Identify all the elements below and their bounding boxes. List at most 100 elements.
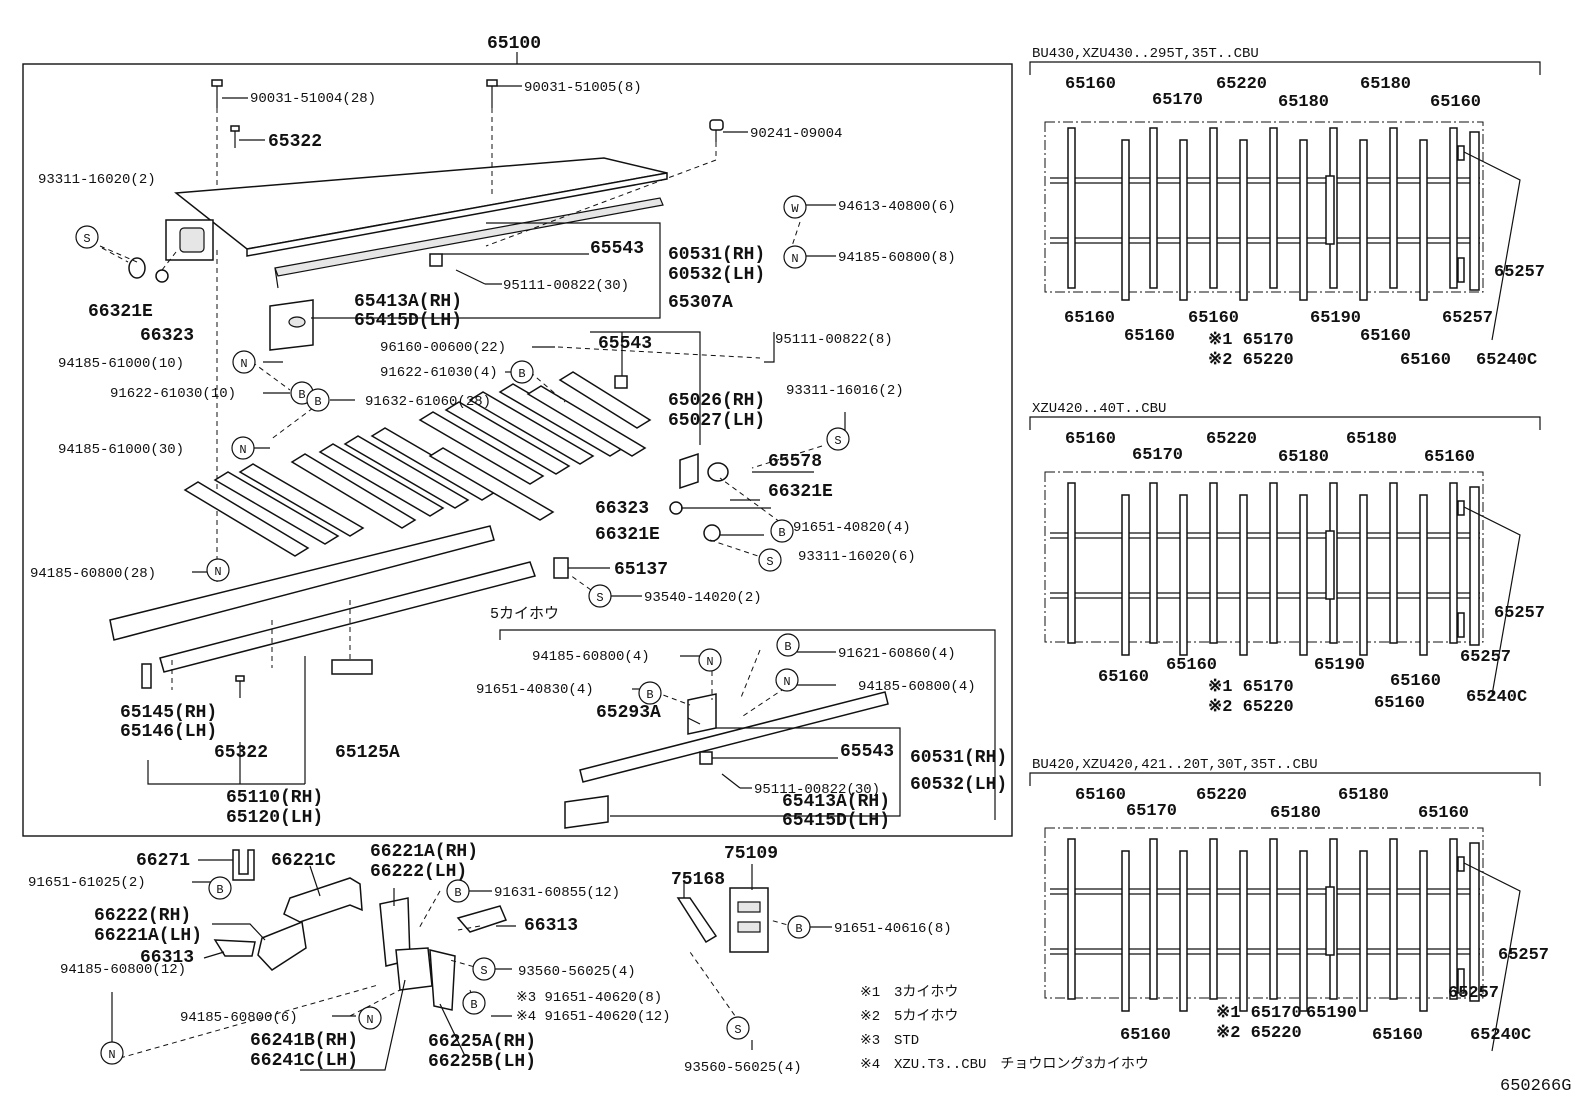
bow-bar (1149, 838, 1158, 1000)
part-callout: 66221C (271, 851, 336, 871)
side-panel-label: 65170 (1126, 802, 1177, 821)
side-panel-label: ※2 65220 (1208, 698, 1294, 717)
bow-bar (1419, 494, 1428, 656)
part-callout: 65145(RH) (120, 703, 217, 723)
part-callout: 66225A(RH) (428, 1032, 536, 1052)
part-callout: 65293A (596, 703, 661, 723)
symbol-n-icon: N (775, 668, 799, 692)
part-callout: 66271 (136, 851, 190, 871)
dashed-links (101, 221, 823, 719)
svg-text:B: B (314, 395, 321, 409)
bow-bar (1269, 482, 1278, 644)
part-callout: 65125A (335, 743, 400, 763)
part-callout: 66221A(RH) (370, 842, 478, 862)
side-panel-label: ※1 65170 (1216, 1004, 1302, 1023)
part-callout: 60532(LH) (668, 265, 765, 285)
footnote-mark: ※2 (860, 1009, 880, 1025)
footnote-mark: ※1 (860, 985, 880, 1001)
cross-members (183, 371, 652, 557)
bow-bar (1209, 838, 1218, 1000)
part-callout: 94185-61000(10) (58, 356, 184, 372)
bow-bar (1239, 494, 1248, 656)
svg-text:S: S (480, 964, 487, 978)
svg-text:S: S (596, 591, 603, 605)
svg-text:B: B (646, 688, 653, 702)
side-panel-label: 65160 (1065, 430, 1116, 449)
svg-text:N: N (108, 1048, 115, 1062)
part-callout: 94185-60800(4) (532, 649, 650, 665)
part-callout: 65110(RH) (226, 788, 323, 808)
side-panel-label: 65170 (1152, 91, 1203, 110)
bow-bar (1209, 127, 1218, 289)
part-callout: 66241C(LH) (250, 1051, 358, 1071)
svg-text:S: S (83, 232, 90, 246)
part-callout: 91651-40616(8) (834, 921, 952, 937)
part-callout: 75109 (724, 844, 778, 864)
svg-text:S: S (834, 434, 841, 448)
side-panel-label: 65160 (1120, 1026, 1171, 1045)
part-callout: 95111-00822(30) (754, 782, 880, 798)
part-callout: 94185-60800(4) (858, 679, 976, 695)
bow-bar (1269, 127, 1278, 289)
part-callout: 65543 (590, 239, 644, 259)
bow-bar (1299, 139, 1308, 301)
svg-text:B: B (795, 922, 802, 936)
part-callout: 94185-60800(12) (60, 962, 186, 978)
bow-bar (1179, 850, 1188, 1012)
symbol-w-icon: W (783, 195, 807, 219)
part-callout: 66321E (595, 525, 660, 545)
side-panel-label: 65190 (1306, 1004, 1357, 1023)
svg-text:B: B (216, 883, 223, 897)
part-callout: 91621-60860(4) (838, 646, 956, 662)
part-callout: 65415D(LH) (354, 311, 462, 331)
svg-text:N: N (791, 252, 798, 266)
part-callout: ※3 91651-40620(8) (516, 990, 662, 1006)
part-callout: 95111-00822(30) (503, 278, 629, 294)
bow-bar (1359, 850, 1368, 1012)
part-callout: 66313 (140, 948, 194, 968)
bow-bar (1449, 482, 1458, 644)
svg-text:S: S (734, 1023, 741, 1037)
side-panel-label: ※2 65220 (1208, 351, 1294, 370)
lower-parts (213, 849, 769, 1011)
footnote-text: STD (894, 1033, 919, 1049)
part-callout: 65322 (268, 132, 322, 152)
side-panel-label: 65180 (1360, 75, 1411, 94)
symbol-b-icon: B (446, 879, 470, 903)
part-callout: 93540-14020(2) (644, 590, 762, 606)
part-callout: 66321E (768, 482, 833, 502)
svg-text:W: W (791, 202, 799, 216)
part-callout: 66321E (88, 302, 153, 322)
part-callout: 91631-60855(12) (494, 885, 620, 901)
diagram-code: 650266G (1500, 1077, 1571, 1096)
part-callout: 94185-60800(28) (30, 566, 156, 582)
part-callout: 91651-40830(4) (476, 682, 594, 698)
rubber-cushion (128, 257, 169, 283)
side-panel-label: 65160 (1075, 786, 1126, 805)
symbol-n-icon: N (698, 648, 722, 672)
part-callout: 65413A(RH) (354, 292, 462, 312)
part-callout: 60531(RH) (668, 245, 765, 265)
side-panel-label: 65160 (1166, 656, 1217, 675)
bow-bar (1179, 494, 1188, 656)
symbol-b-icon: B (638, 681, 662, 705)
part-callout: 96160-00600(22) (380, 340, 506, 356)
bow-bar (1239, 139, 1248, 301)
sub-box-label: 5カイホウ (490, 605, 559, 623)
part-callout: 93311-16020(6) (798, 549, 916, 565)
side-panel-label: 65160 (1390, 672, 1441, 691)
part-callout: 65578 (768, 452, 822, 472)
bow-bar (1067, 482, 1076, 644)
side-panel-label: 65220 (1206, 430, 1257, 449)
bow-bar (1149, 127, 1158, 289)
bow-bar (1149, 482, 1158, 644)
bow-bar (1269, 838, 1278, 1000)
svg-text:N: N (706, 655, 713, 669)
side-panel-header: BU430,XZU430..295T,35T..CBU (1032, 46, 1259, 62)
part-callout: 91651-61025(2) (28, 875, 146, 891)
side-panel-label: 65180 (1278, 448, 1329, 467)
part-callout: 65120(LH) (226, 808, 323, 828)
bow-bar (1449, 838, 1458, 1000)
symbol-b-icon: B (306, 388, 330, 412)
